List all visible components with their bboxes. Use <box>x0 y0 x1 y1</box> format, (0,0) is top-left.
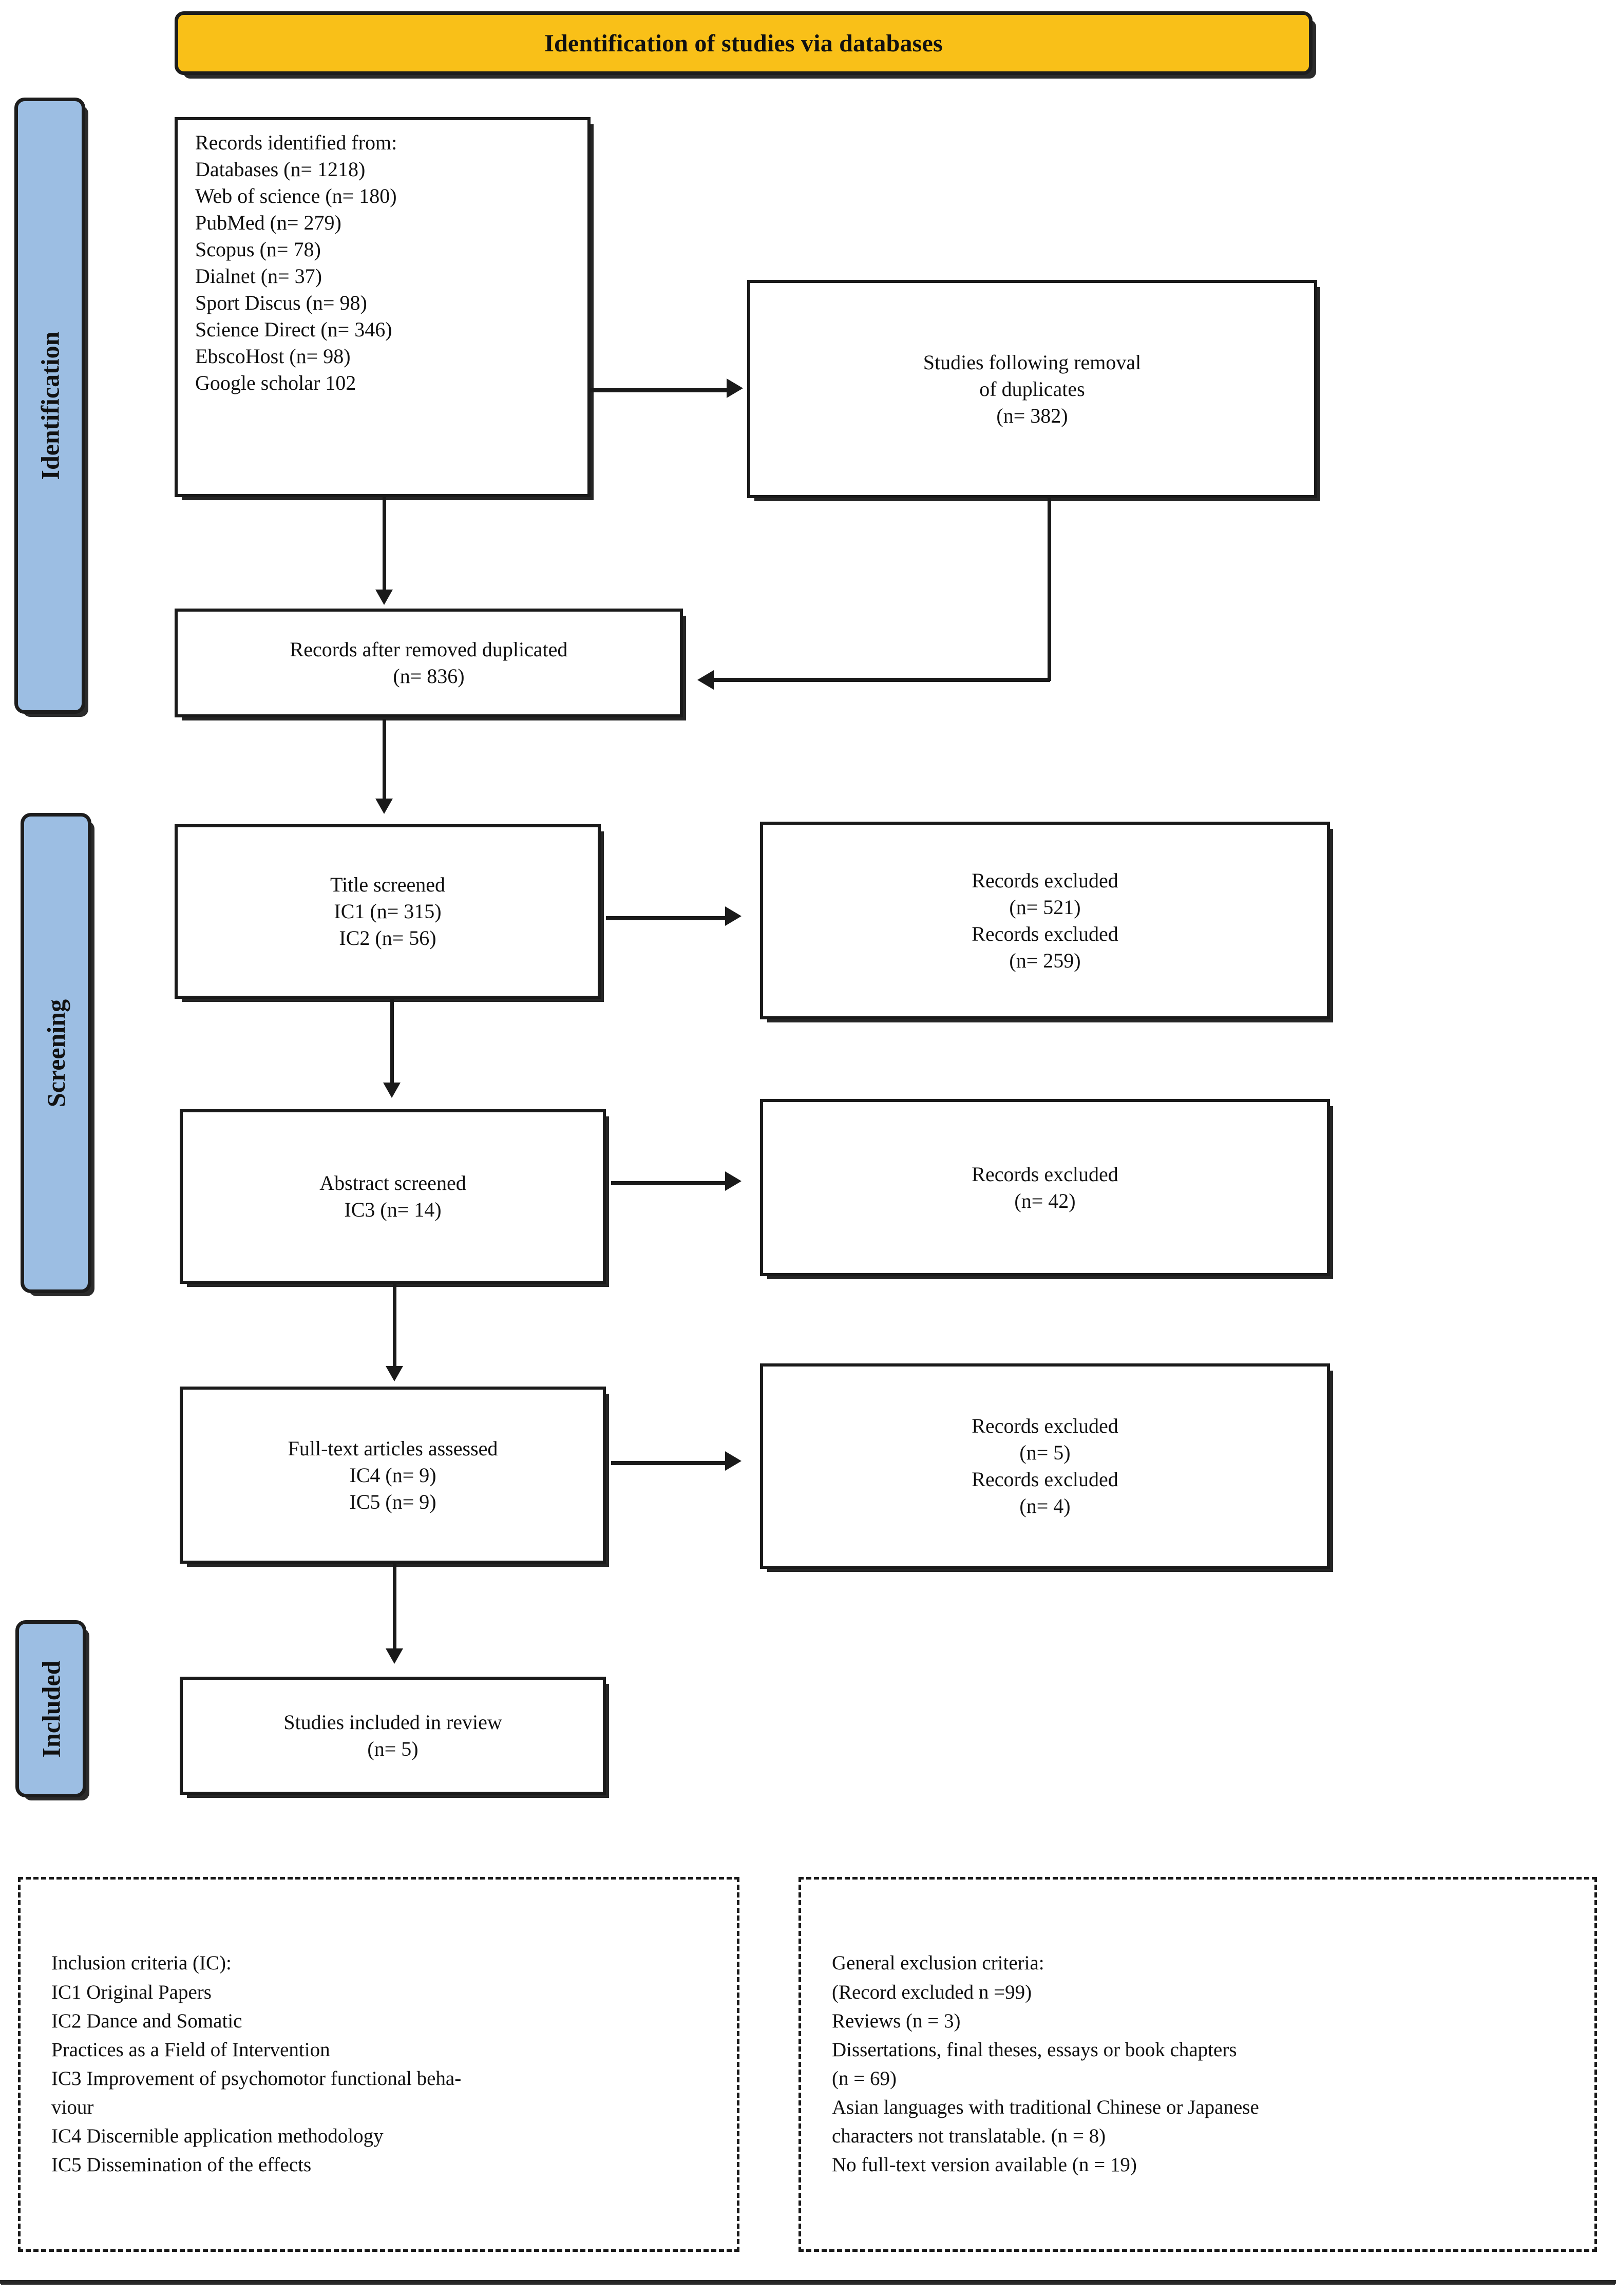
connector-abstract-to-fulltext <box>393 1284 396 1369</box>
connector-title-to-excluded <box>606 916 727 920</box>
arrow-title-to-excluded <box>725 906 742 926</box>
records-identified-line: Scopus (n= 78) <box>195 238 321 261</box>
title-excluded-line: (n= 259) <box>1009 948 1081 972</box>
exclusion-criteria-line: (n = 69) <box>832 2067 897 2090</box>
connector-fulltext-to-excluded <box>611 1461 727 1465</box>
title-excluded-line: Records excluded <box>972 922 1118 945</box>
exclusion-criteria-line: (Record excluded n =99) <box>832 1981 1032 2003</box>
arrow-duplicates-to-after-duplicates <box>697 670 714 690</box>
records-identified-line: Dialnet (n= 37) <box>195 264 322 288</box>
connector-identified-to-after-duplicates <box>383 497 386 592</box>
title-screened-line: Title screened <box>330 873 446 896</box>
fulltext-excluded-line: (n= 5) <box>1019 1441 1071 1464</box>
bottom-divider <box>0 2280 1616 2284</box>
inclusion-criteria-line: Practices as a Field of Intervention <box>51 2038 330 2061</box>
exclusion-criteria-line: No full-text version available (n = 19) <box>832 2154 1137 2176</box>
duplicates-removed-line: of duplicates <box>979 377 1085 401</box>
stage-label-screening: Screening <box>42 999 70 1107</box>
records-after-duplicates-line: (n= 836) <box>393 665 465 688</box>
studies-included-line: Studies included in review <box>283 1711 502 1734</box>
box-abstract-screened: Abstract screened IC3 (n= 14) <box>180 1109 606 1284</box>
fulltext-excluded-line: (n= 4) <box>1019 1494 1071 1517</box>
title-screened-line: IC2 (n= 56) <box>339 926 436 950</box>
abstract-excluded-line: Records excluded <box>972 1162 1118 1186</box>
inclusion-criteria-line: viour <box>51 2096 94 2119</box>
arrow-fulltext-to-excluded <box>725 1451 742 1471</box>
arrow-after-duplicates-to-title <box>375 799 393 814</box>
title-excluded-line: Records excluded <box>972 868 1118 892</box>
exclusion-criteria-line: Dissertations, final theses, essays or b… <box>832 2038 1237 2061</box>
connector-after-duplicates-to-title <box>383 719 386 801</box>
connector-fulltext-to-included <box>393 1564 396 1651</box>
abstract-excluded-line: (n= 42) <box>1014 1189 1076 1212</box>
inclusion-criteria-line: IC1 Original Papers <box>51 1981 212 2003</box>
exclusion-criteria-line: Asian languages with traditional Chinese… <box>832 2096 1259 2119</box>
records-identified-line: Web of science (n= 180) <box>195 184 397 207</box>
exclusion-criteria-line: General exclusion criteria: <box>832 1952 1044 1975</box>
exclusion-criteria-line: characters not translatable. (n = 8) <box>832 2125 1106 2148</box>
connector-abstract-to-excluded <box>611 1181 727 1185</box>
box-records-identified: Records identified from: Databases (n= 1… <box>175 117 591 497</box>
stage-band-included: Included <box>15 1620 86 1797</box>
box-fulltext-assessed: Full-text articles assessed IC4 (n= 9) I… <box>180 1387 606 1564</box>
box-records-after-duplicates: Records after removed duplicated (n= 836… <box>175 609 683 717</box>
box-abstract-excluded: Records excluded (n= 42) <box>760 1099 1330 1276</box>
arrow-title-to-abstract <box>383 1083 401 1098</box>
records-identified-line: PubMed (n= 279) <box>195 211 341 234</box>
arrow-abstract-to-excluded <box>725 1171 742 1191</box>
inclusion-criteria-line: IC3 Improvement of psychomotor functiona… <box>51 2067 462 2090</box>
fulltext-assessed-line: IC4 (n= 9) <box>349 1463 436 1487</box>
abstract-screened-line: IC3 (n= 14) <box>344 1198 442 1221</box>
duplicates-removed-line: Studies following removal <box>923 350 1142 374</box>
fulltext-assessed-line: Full-text articles assessed <box>288 1436 498 1460</box>
abstract-screened-line: Abstract screened <box>319 1171 466 1194</box>
inclusion-criteria-line: IC5 Dissemination of the effects <box>51 2154 312 2176</box>
arrow-identified-to-after-duplicates <box>375 590 393 605</box>
stage-band-identification: Identification <box>14 98 85 714</box>
inclusion-criteria-line: IC4 Discernible application methodology <box>51 2125 384 2148</box>
arrow-fulltext-to-included <box>386 1648 403 1664</box>
connector-title-to-abstract <box>390 999 394 1085</box>
duplicates-removed-line: (n= 382) <box>996 404 1068 427</box>
records-identified-line: Databases (n= 1218) <box>195 158 366 181</box>
records-identified-line: Sport Discus (n= 98) <box>195 291 367 314</box>
connector-identified-to-duplicates <box>591 388 729 392</box>
title-excluded-line: (n= 521) <box>1009 895 1081 919</box>
stage-label-included: Included <box>36 1660 65 1757</box>
page-title: Identification of studies via databases <box>544 29 943 57</box>
studies-included-line: (n= 5) <box>367 1737 419 1760</box>
records-identified-line: Science Direct (n= 346) <box>195 318 392 341</box>
connector-duplicates-elbow-horizontal <box>714 678 1050 682</box>
box-fulltext-excluded: Records excluded (n= 5) Records excluded… <box>760 1363 1330 1569</box>
inclusion-criteria-line: IC2 Dance and Somatic <box>51 2009 242 2032</box>
inclusion-criteria-line: Inclusion criteria (IC): <box>51 1952 232 1975</box>
fulltext-excluded-line: Records excluded <box>972 1414 1118 1437</box>
exclusion-criteria-line: Reviews (n = 3) <box>832 2009 961 2032</box>
arrow-identified-to-duplicates <box>727 378 743 398</box>
stage-band-screening: Screening <box>21 813 91 1293</box>
records-identified-line: Google scholar 102 <box>195 371 356 394</box>
box-inclusion-criteria: Inclusion criteria (IC): IC1 Original Pa… <box>18 1877 739 2252</box>
fulltext-excluded-line: Records excluded <box>972 1468 1118 1491</box>
records-after-duplicates-line: Records after removed duplicated <box>290 638 568 661</box>
records-identified-line: EbscoHost (n= 98) <box>195 345 351 368</box>
box-title-excluded: Records excluded (n= 521) Records exclud… <box>760 822 1330 1019</box>
box-title-screened: Title screened IC1 (n= 315) IC2 (n= 56) <box>175 824 601 999</box>
title-screened-line: IC1 (n= 315) <box>334 900 442 923</box>
box-duplicates-removed: Studies following removal of duplicates … <box>747 280 1317 498</box>
records-identified-line: Records identified from: <box>195 131 397 154</box>
box-studies-included: Studies included in review (n= 5) <box>180 1677 606 1795</box>
diagram-title-banner: Identification of studies via databases <box>175 11 1313 75</box>
stage-label-identification: Identification <box>35 331 64 480</box>
arrow-abstract-to-fulltext <box>386 1366 403 1381</box>
box-exclusion-criteria: General exclusion criteria: (Record excl… <box>799 1877 1597 2252</box>
connector-duplicates-elbow-vertical <box>1048 497 1051 681</box>
fulltext-assessed-line: IC5 (n= 9) <box>349 1490 436 1513</box>
